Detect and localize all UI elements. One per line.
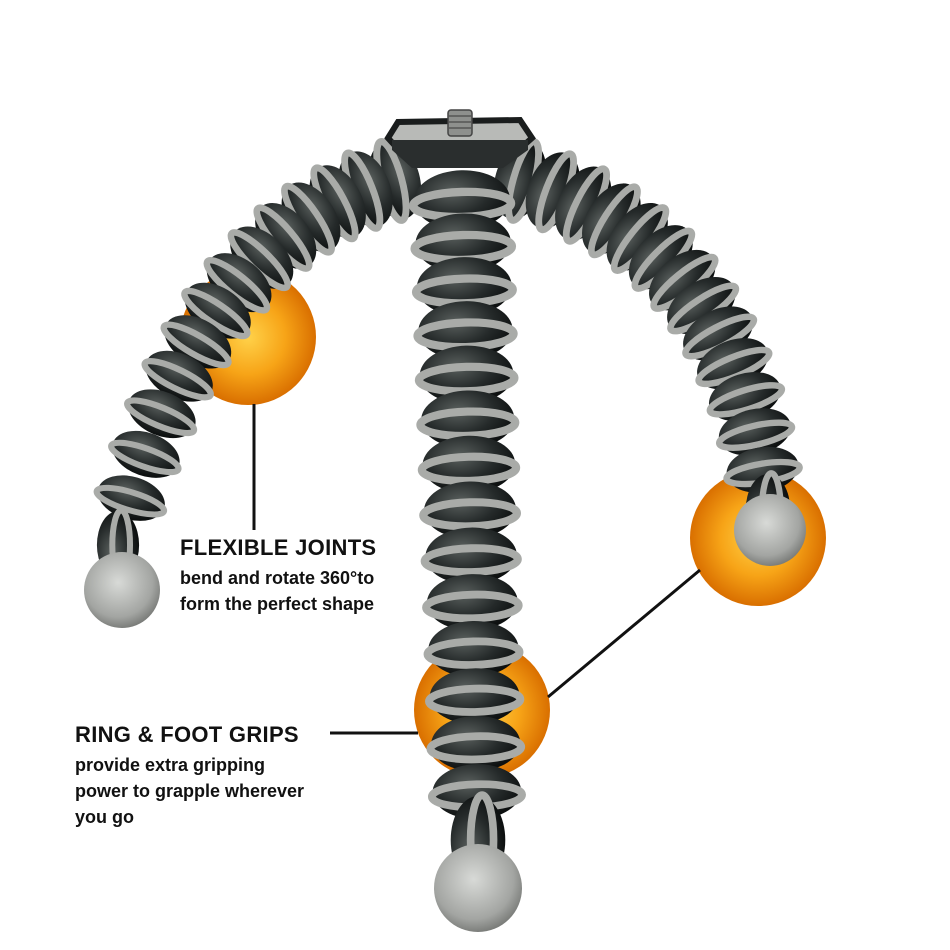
callout-text-line: you go xyxy=(75,807,134,827)
center-leg-joint xyxy=(425,668,525,724)
pointer-lines xyxy=(252,404,701,735)
callout-text-line: bend and rotate 360°to xyxy=(180,568,375,588)
callout-flexible-joints: FLEXIBLE JOINTS bend and rotate 360°to f… xyxy=(180,535,376,617)
left-leg-joint xyxy=(93,475,168,521)
mount-screw xyxy=(447,109,473,137)
callout-text-line: power to grapple wherever xyxy=(75,781,305,801)
center-leg-foot xyxy=(434,844,522,932)
camera-mount xyxy=(384,109,536,168)
center-leg-joint xyxy=(423,620,524,677)
center-leg-joint xyxy=(417,435,521,494)
right-leg-foot xyxy=(734,494,806,566)
center-leg-joint xyxy=(420,527,522,585)
callout-ring-foot-grips: RING & FOOT GRIPS provide extra gripping… xyxy=(75,722,304,830)
left-leg-joint xyxy=(124,389,198,439)
tripod-legs xyxy=(84,138,806,932)
callout-text-line: provide extra gripping xyxy=(75,755,266,775)
callout-text-line: form the perfect shape xyxy=(180,594,375,614)
pointer-line-foot xyxy=(547,568,701,699)
left-leg-joint xyxy=(141,350,214,402)
callout-title: FLEXIBLE JOINTS xyxy=(180,535,377,560)
right-leg-joint xyxy=(715,408,796,456)
left-leg-foot xyxy=(84,552,160,628)
center-leg-joint xyxy=(422,574,523,631)
callout-title: RING & FOOT GRIPS xyxy=(75,722,299,747)
center-leg-joint xyxy=(419,481,522,539)
left-leg-joint xyxy=(108,430,182,478)
center-leg-joint xyxy=(426,716,526,772)
